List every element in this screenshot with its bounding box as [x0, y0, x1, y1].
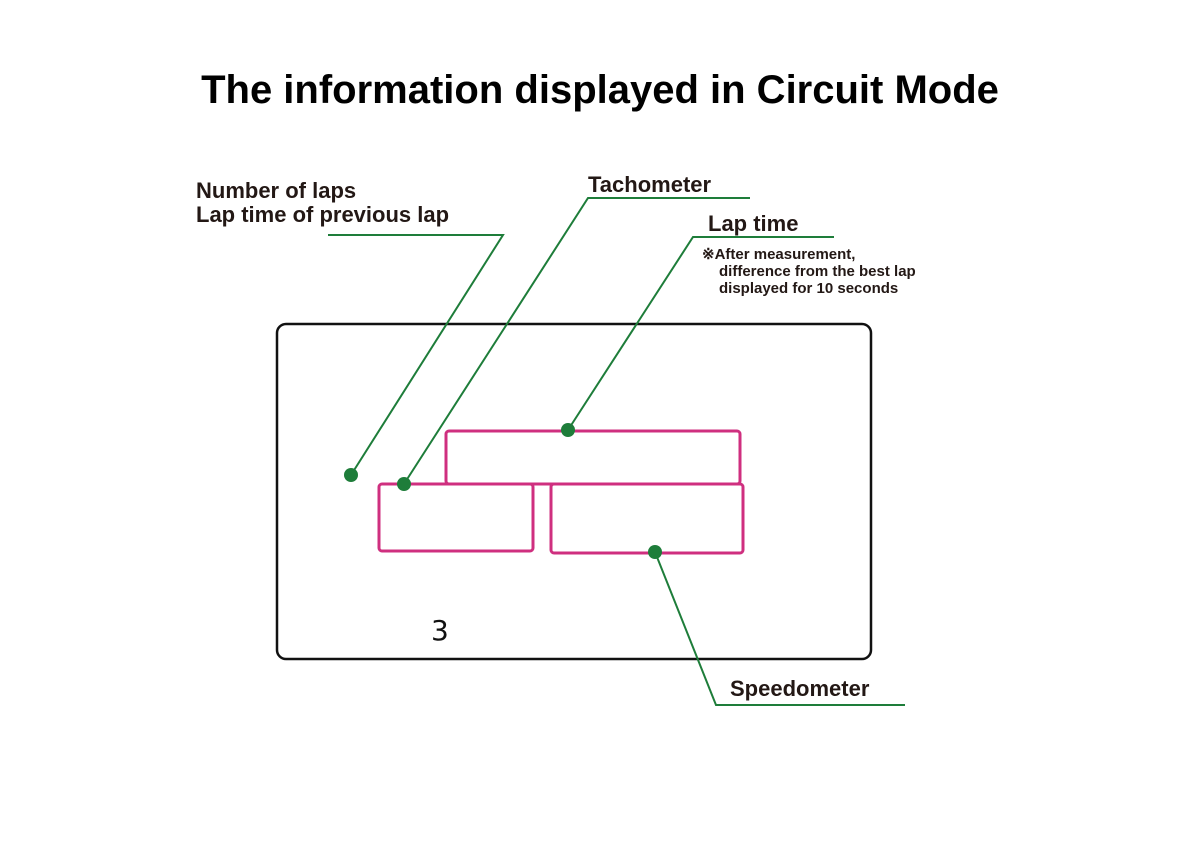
laps-label: Number of laps	[196, 178, 356, 203]
tachometer-segment	[377, 482, 535, 553]
lap-time-label: Lap time	[708, 211, 798, 236]
page-title: The information displayed in Circuit Mod…	[201, 68, 999, 112]
lap-time-leader-line	[567, 236, 834, 431]
tachometer-leader-line	[403, 197, 750, 485]
speedometer-label: Speedometer	[730, 676, 870, 701]
speedometer-marker-dot	[648, 545, 662, 559]
tachometer-label: Tachometer	[588, 172, 712, 197]
previous-lap-label: Lap time of previous lap	[196, 202, 449, 227]
tachometer-marker-dot	[397, 477, 411, 491]
speedometer-segment	[549, 482, 745, 555]
lap-time-segment	[444, 429, 742, 486]
lap-time-marker-dot	[561, 423, 575, 437]
speedometer-leader-line	[654, 551, 905, 706]
laps-marker-dot	[344, 468, 358, 482]
lap-count-value: 3	[431, 614, 449, 647]
lap-time-note-line1: ※After measurement,	[702, 246, 855, 263]
lap-time-note-line2: difference from the best lap	[719, 263, 916, 280]
lap-time-note-line3: displayed for 10 seconds	[719, 280, 898, 297]
laps-leader-line	[328, 234, 505, 476]
